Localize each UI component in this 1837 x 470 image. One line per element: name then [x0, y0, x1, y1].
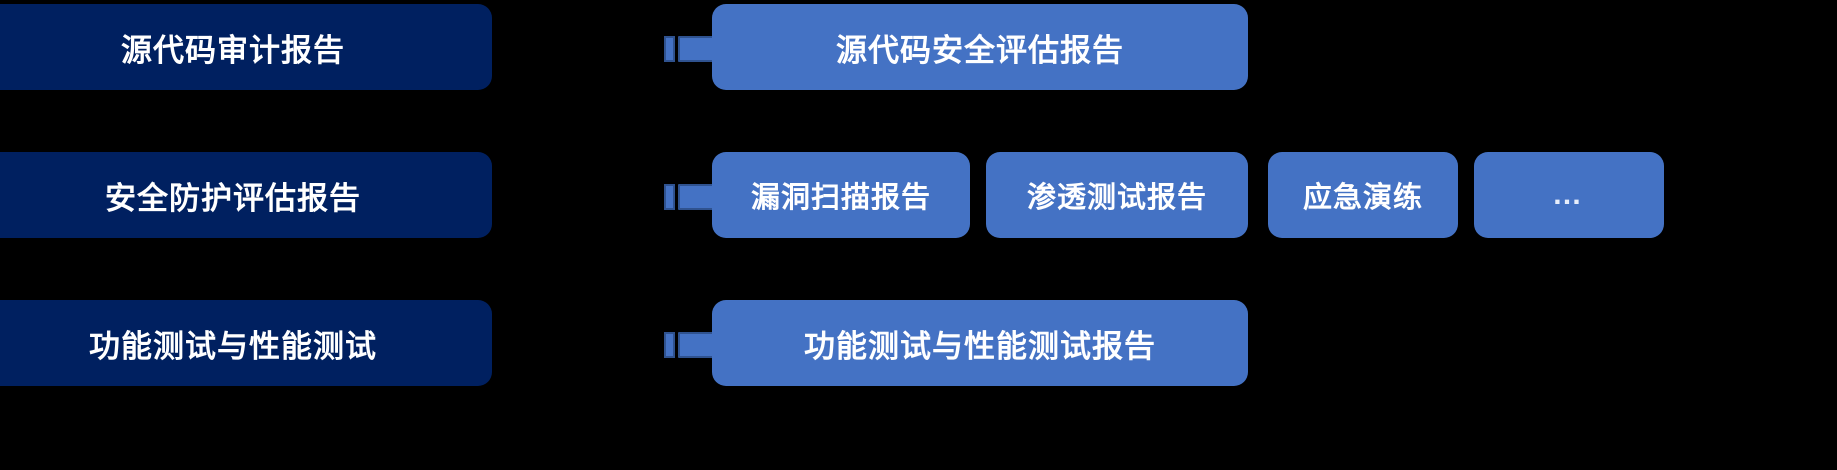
output-box-vulnerability-scan-report[interactable]: 漏洞扫描报告	[712, 152, 970, 238]
output-box-more-ellipsis[interactable]: …	[1474, 152, 1664, 238]
mapping-row-function-performance-test: 功能测试与性能测试 功能测试与性能测试报告	[0, 300, 1837, 386]
mapping-row-security-protection: 安全防护评估报告 漏洞扫描报告 渗透测试报告 应急演练 …	[0, 152, 1837, 238]
output-box-penetration-test-report[interactable]: 渗透测试报告	[986, 152, 1248, 238]
source-box-function-and-performance-test[interactable]: 功能测试与性能测试	[0, 300, 492, 386]
output-box-emergency-drill[interactable]: 应急演练	[1268, 152, 1458, 238]
source-box-source-code-audit[interactable]: 源代码审计报告	[0, 4, 492, 90]
mapping-row-source-code-audit: 源代码审计报告 源代码安全评估报告	[0, 4, 1837, 90]
output-box-function-and-performance-test-report[interactable]: 功能测试与性能测试报告	[712, 300, 1248, 386]
output-box-source-code-security-assessment[interactable]: 源代码安全评估报告	[712, 4, 1248, 90]
source-box-security-protection-assessment[interactable]: 安全防护评估报告	[0, 152, 492, 238]
